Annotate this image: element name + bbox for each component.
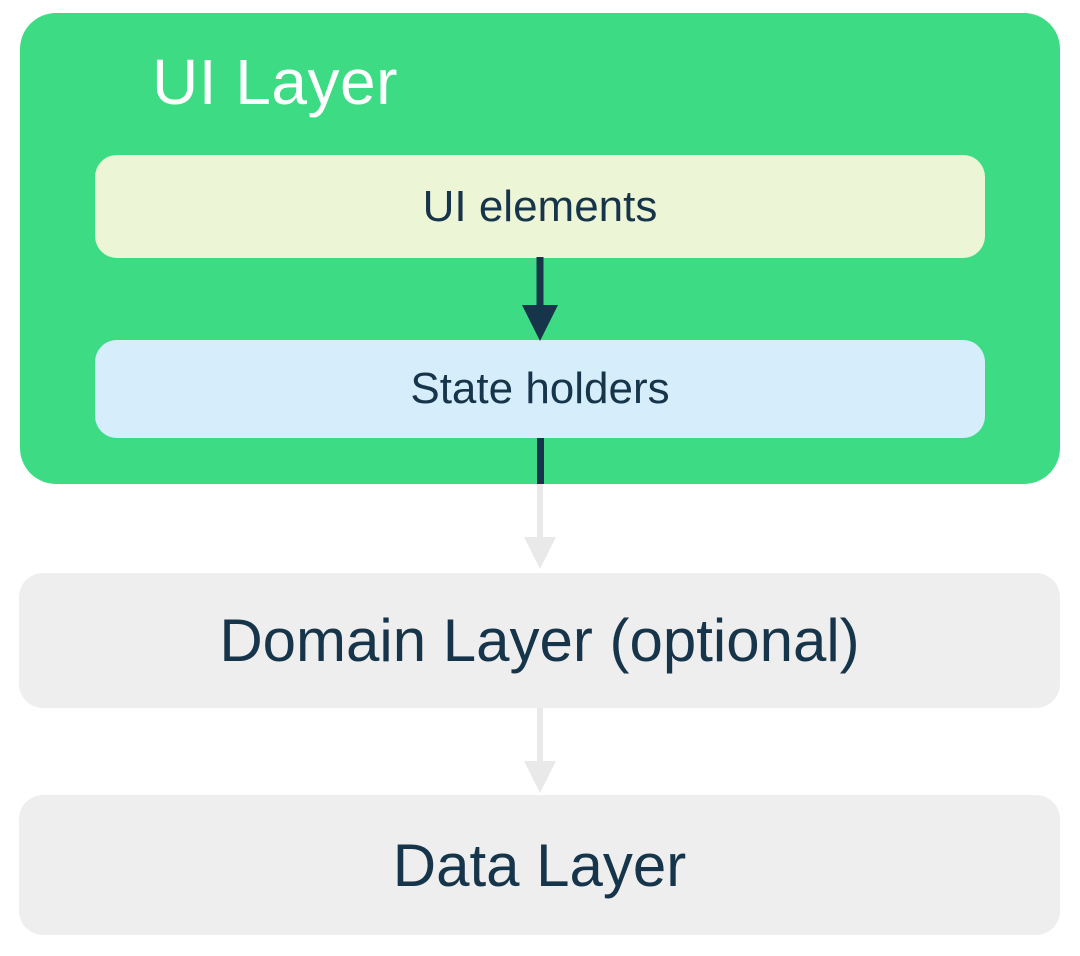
down-arrow-icon-domain-layer-to-data-layer [524,708,556,793]
connector-line-state-holders-down [536,438,544,484]
down-arrow-icon-ui-elements-to-state-holders [522,257,558,341]
ui-elements-box: UI elements [95,155,985,258]
domain-layer-label: Domain Layer (optional) [219,607,860,674]
ui-layer-container: UI Layer UI elements State holders [20,13,1060,484]
down-arrow-icon-ui-layer-to-domain-layer [524,484,556,569]
ui-elements-label: UI elements [422,181,658,231]
data-layer-box: Data Layer [19,795,1060,935]
state-holders-label: State holders [410,364,670,413]
state-holders-box: State holders [95,340,985,438]
ui-layer-title: UI Layer [152,46,398,118]
data-layer-label: Data Layer [392,831,687,899]
domain-layer-box: Domain Layer (optional) [19,573,1060,708]
